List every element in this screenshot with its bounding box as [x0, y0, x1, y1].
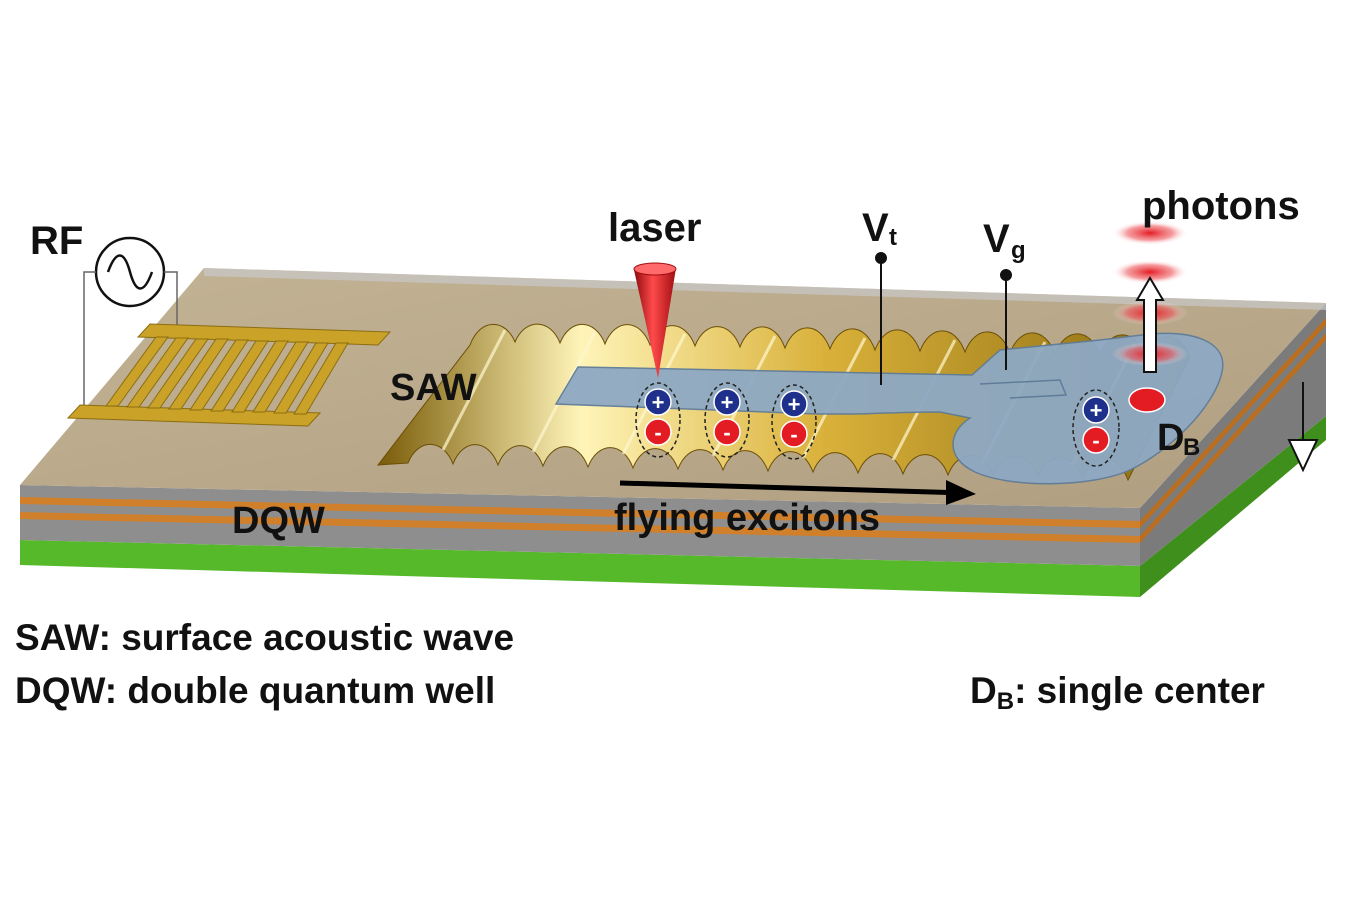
saw-label: SAW: [390, 367, 477, 409]
electron-sign: -: [654, 420, 661, 445]
rf-label: RF: [30, 219, 83, 263]
arrow-right-head: [946, 480, 976, 505]
exciton-4: + -: [1072, 389, 1120, 467]
hole: [713, 388, 741, 416]
arrow-right-icon: [619, 480, 967, 496]
electron: [644, 418, 672, 446]
vt-contact: [875, 252, 887, 264]
sine-wave: [106, 254, 154, 290]
vg-label-sub: g: [1011, 237, 1026, 264]
qw-stripe-side-1: [1140, 318, 1326, 528]
db-label: D: [1157, 417, 1184, 459]
hole-sign: +: [721, 390, 734, 415]
qw-stripe-front-2: [20, 512, 1140, 543]
base-green-side: [1140, 416, 1326, 597]
hole: [780, 390, 808, 418]
rf-wire-right: [164, 271, 178, 336]
gate-slit: [979, 379, 1068, 399]
hole-sign: +: [652, 390, 665, 415]
laser-cone-icon: [633, 262, 677, 378]
legend-db: DB: single center: [970, 670, 1265, 715]
electron: [780, 420, 808, 448]
single-center-dot: [1128, 387, 1166, 413]
arrow-down-hollow-icon: [1287, 382, 1319, 473]
hole: [1082, 396, 1110, 424]
hole-sign: +: [788, 392, 801, 417]
electron-sign: -: [723, 420, 730, 445]
vg-contact: [1000, 269, 1012, 281]
vg-label: V: [983, 217, 1010, 261]
flying-excitons-label: flying excitons: [614, 497, 880, 539]
exciton-2: + -: [704, 382, 750, 458]
vt-label: V: [862, 206, 889, 250]
voltage-leads: [875, 252, 1012, 385]
exciton-1: + -: [635, 382, 681, 458]
dqw-label: DQW: [232, 500, 325, 542]
rf-wire-left: [83, 271, 100, 409]
electron-sign: -: [790, 422, 797, 447]
rf-source: [83, 236, 178, 409]
legend-db-main: D: [970, 670, 997, 711]
electron: [1082, 426, 1110, 454]
vt-label-sub: t: [889, 224, 897, 251]
interdigital-transducer-icon: [66, 323, 392, 427]
exciton-3: + -: [771, 384, 817, 460]
hole: [644, 388, 672, 416]
legend-db-rest: : single center: [1014, 670, 1265, 711]
top-edge-highlight: [204, 268, 1326, 310]
laser-label: laser: [608, 206, 701, 250]
qw-stripe-side-2: [1140, 333, 1326, 543]
legend-saw: SAW: surface acoustic wave: [15, 617, 514, 658]
electron-sign: -: [1092, 428, 1099, 453]
legend-db-sub: B: [997, 688, 1014, 715]
electron: [713, 418, 741, 446]
qw-stripe-front-1: [20, 497, 1140, 528]
photon-1: [1112, 221, 1188, 245]
hole-sign: +: [1090, 398, 1103, 423]
photon-2: [1112, 260, 1188, 284]
gate-channel: [554, 332, 1224, 485]
base-green-front: [20, 540, 1140, 597]
arrow-up-hollow-icon: [1135, 276, 1165, 373]
legend-dqw: DQW: double quantum well: [15, 670, 495, 711]
gate-electrode: [554, 332, 1224, 485]
db-label-sub: B: [1183, 434, 1200, 461]
photons-label: photons: [1142, 184, 1300, 228]
